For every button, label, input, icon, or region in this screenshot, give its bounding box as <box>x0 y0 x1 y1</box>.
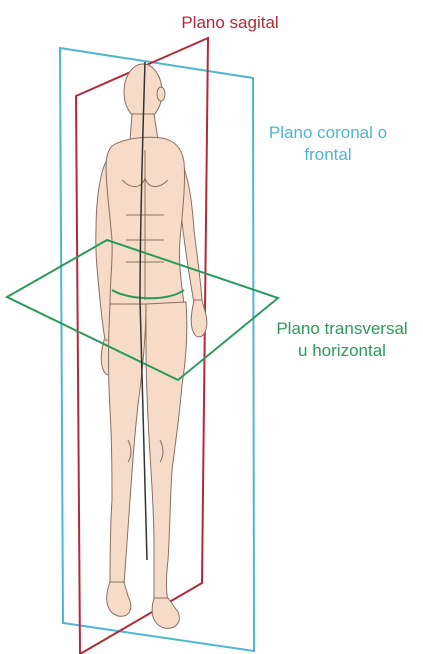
transverse-plane-label-line2: u horizontal <box>262 340 422 362</box>
coronal-plane-label-line2: frontal <box>253 144 403 166</box>
human-figure <box>96 64 207 628</box>
sagittal-plane-label: Plano sagital <box>165 12 295 34</box>
coronal-plane-label-line1: Plano coronal o <box>253 122 403 144</box>
coronal-plane-label: Plano coronal o frontal <box>253 122 403 166</box>
transverse-plane-label: Plano transversal u horizontal <box>262 318 422 362</box>
sagittal-plane-label-text: Plano sagital <box>165 12 295 34</box>
transverse-plane-label-line1: Plano transversal <box>262 318 422 340</box>
